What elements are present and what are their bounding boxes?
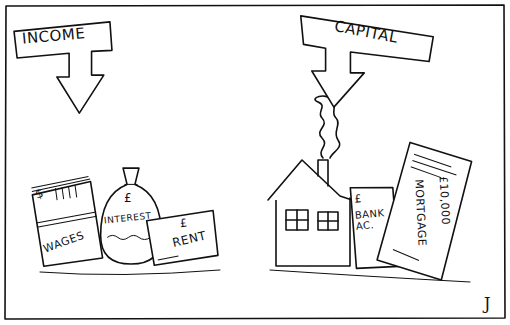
currency-mark: £10,000	[437, 176, 452, 226]
outline-path	[32, 181, 103, 266]
money-bundle: $WAGES	[28, 176, 105, 270]
item-label: MORTGAGE	[412, 179, 428, 247]
currency-mark: £	[179, 217, 188, 230]
house	[268, 160, 352, 266]
banner-arrow: INCOME	[12, 20, 114, 115]
artist-signature: J	[484, 294, 490, 313]
outline-path	[301, 16, 433, 107]
mortgage-document: £10,000 MORTGAGE	[374, 139, 475, 283]
rent-paper: £RENT	[145, 209, 221, 266]
banner-arrow: CAPITAL	[298, 14, 436, 109]
scribble	[388, 154, 459, 264]
ground-line	[40, 270, 470, 282]
scribble	[158, 256, 179, 260]
outline-path	[376, 142, 473, 280]
currency-mark: £	[124, 192, 132, 205]
frame	[5, 5, 505, 319]
outline-path	[14, 22, 112, 113]
currency-mark: £	[354, 193, 363, 206]
scribble	[31, 176, 97, 227]
outline-path	[147, 211, 220, 266]
